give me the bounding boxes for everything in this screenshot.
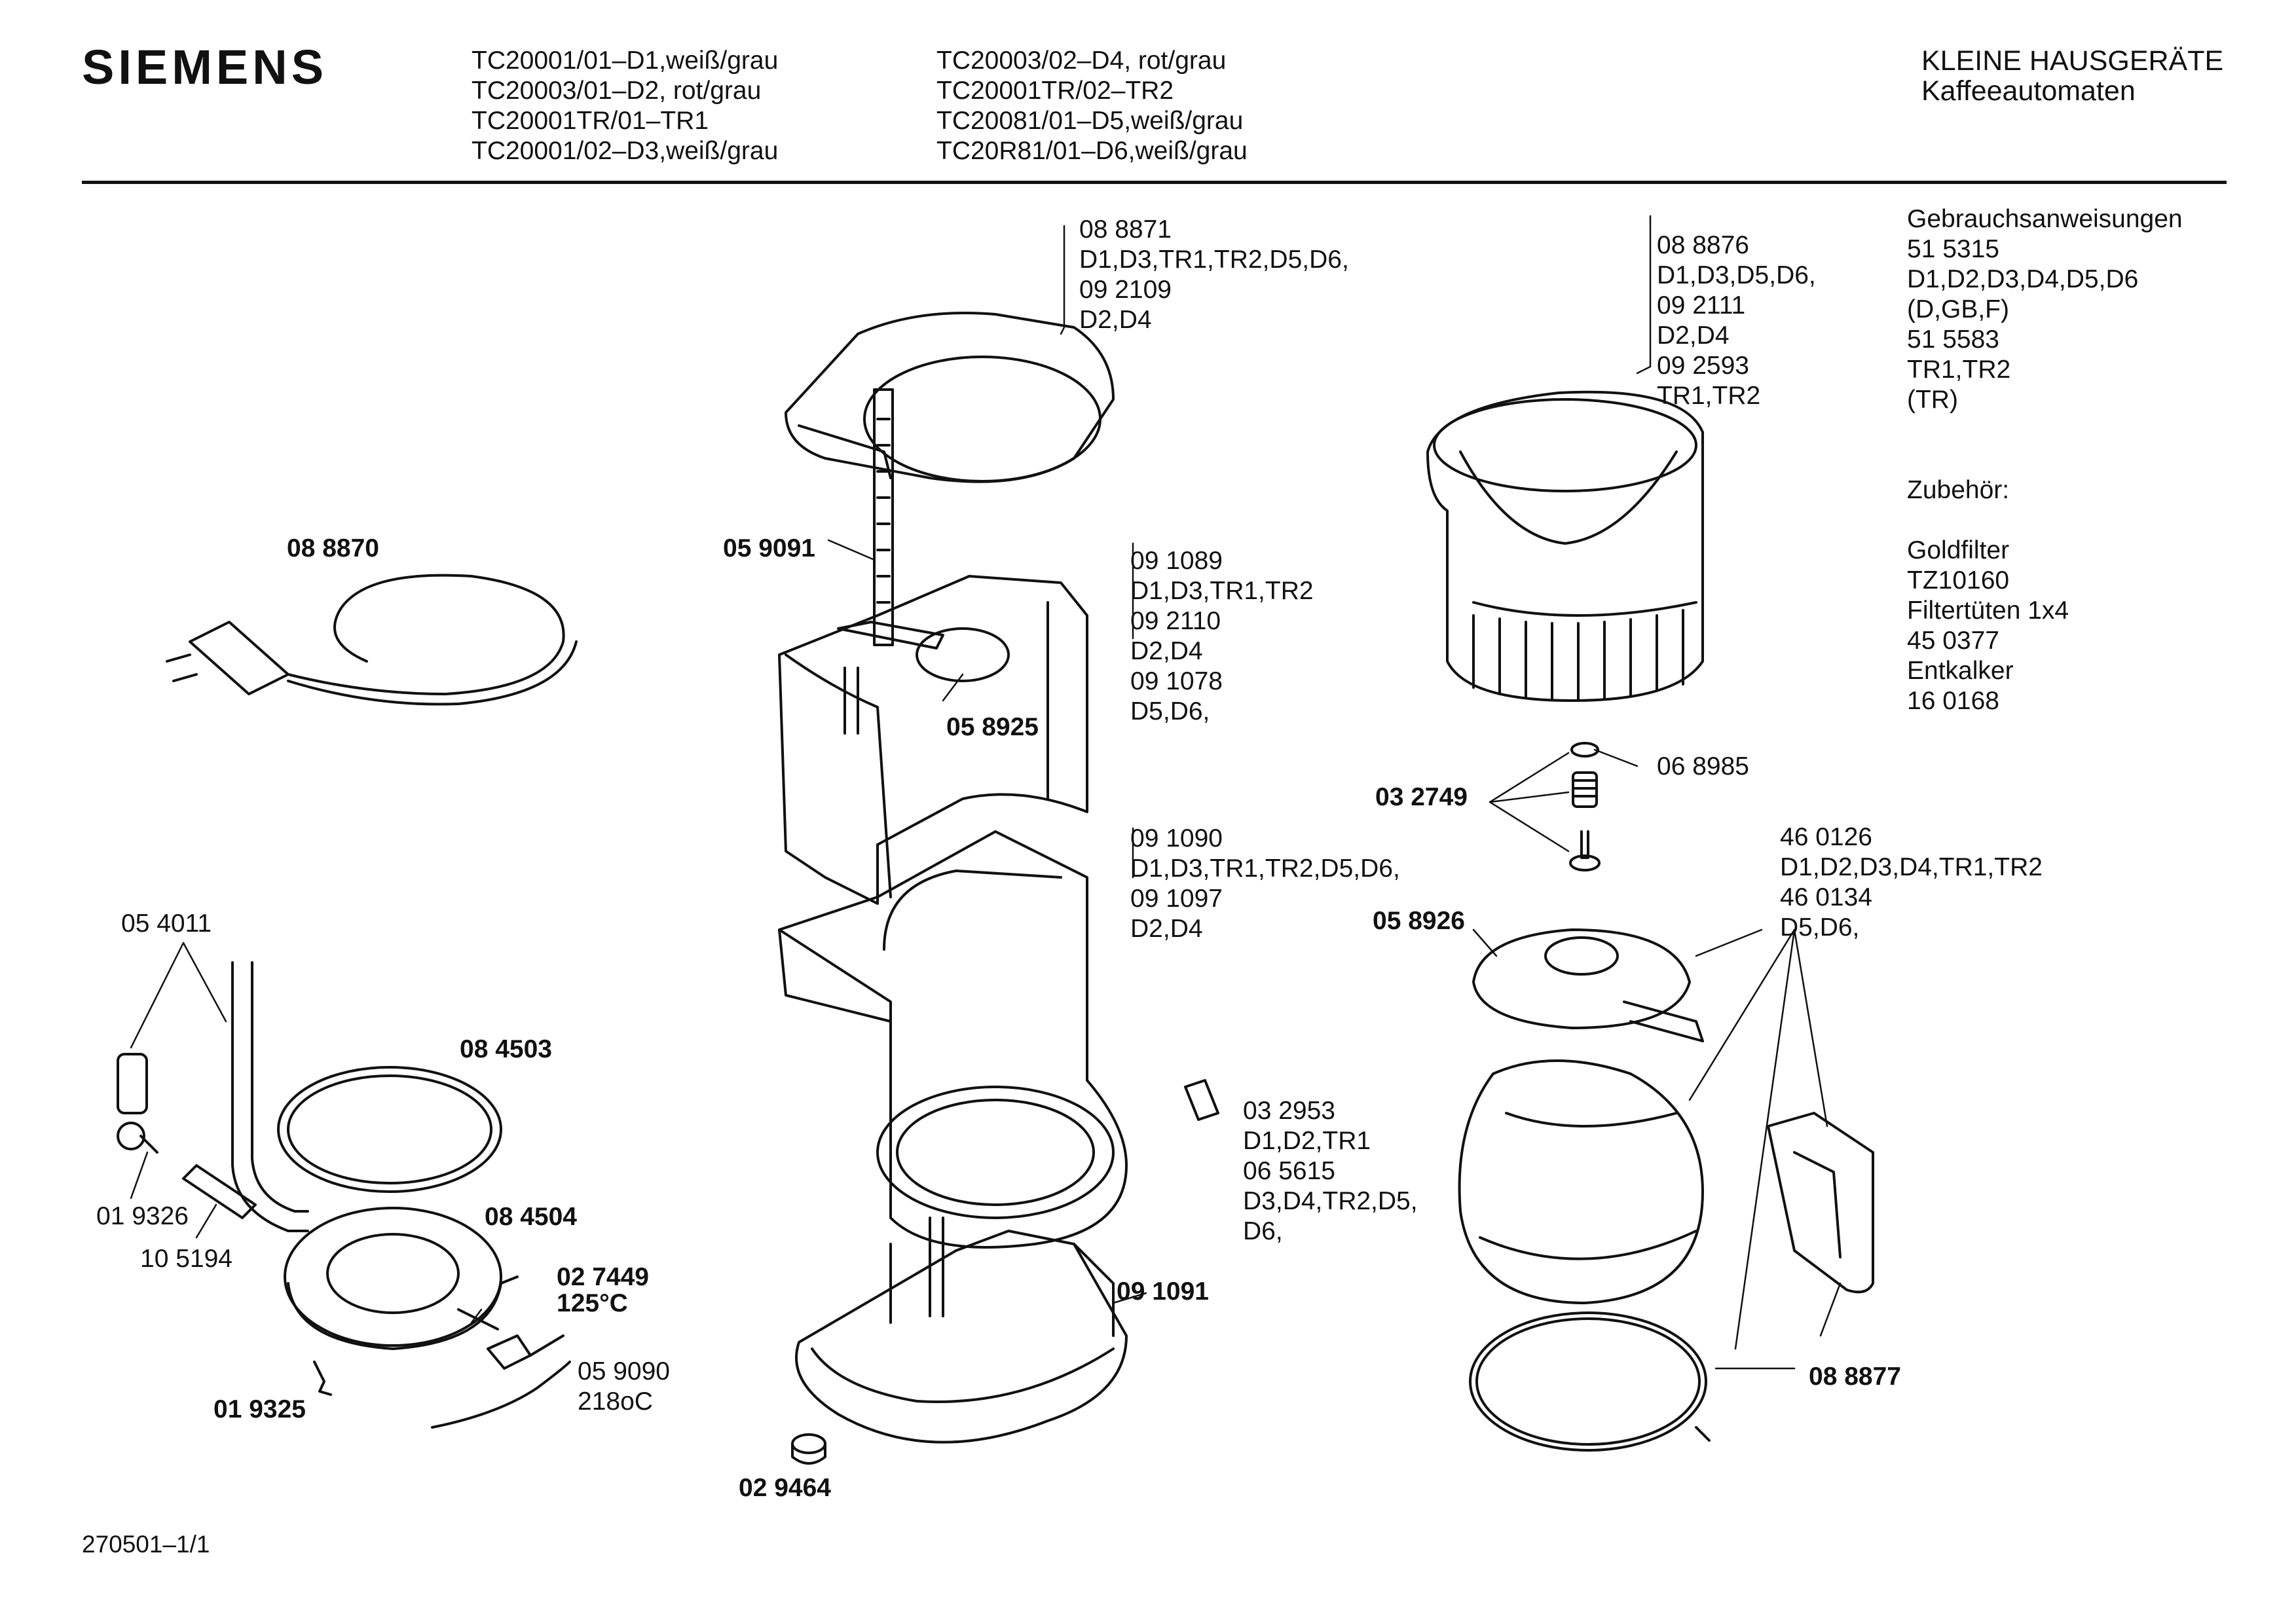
label-foot: 02 9464 [739,1474,831,1502]
upper-housing-drawing [778,575,1088,905]
carafe-ring-drawing [1469,1311,1711,1452]
model-item: TC20003/02–D4, rot/grau [936,46,1227,75]
label-swivel-arm: 05 8925 [946,713,1039,741]
brand-logo: SIEMENS [82,40,328,94]
label-group-filter: 08 8876 D1,D3,D5,D6, 09 2111 D2,D4 09 25… [1657,231,1816,410]
label-washer: 06 8985 [1657,752,1749,780]
label-heater-plate: 08 4504 [485,1203,577,1231]
label-group-lid: 08 8871 D1,D3,TR1,TR2,D5,D6, 09 2109 D2,… [1079,215,1349,334]
label-group-sensor-wire: 05 9090 218oC [578,1357,670,1416]
model-item: TC20R81/01–D6,weiß/grau [936,137,1248,165]
label-tube: 10 5194 [140,1245,232,1273]
carafe-lid-drawing [1472,928,1704,1042]
label-elbow: 01 9326 [96,1202,189,1230]
spacer [1907,505,2069,536]
label-thermo-temp: 125°C [557,1289,628,1317]
header-divider [82,181,2227,184]
model-list-right: TC20003/02–D4, rot/grau TC20001TR/02–TR2… [936,46,1248,166]
lid-drawing [785,312,1115,483]
model-item: TC20001TR/01–TR1 [472,107,709,135]
accessories-heading: Zubehör: [1907,476,2010,504]
hose-drawing [117,961,309,1232]
label-group-carafe: 46 0126 D1,D2,D3,D4,TR1,TR2 46 0134 D5,D… [1780,823,2043,942]
accessories-block: Zubehör: Goldfilter TZ10160 Filtertüten … [1907,476,2069,715]
label-group-switch: 03 2953 D1,D2,TR1 06 5615 D3,D4,TR2,D5, … [1243,1097,1418,1245]
label-water-gauge: 05 9091 [723,534,815,562]
seal-ring-drawing [277,1066,502,1193]
model-item: TC20001/02–D3,weiß/grau [472,137,779,165]
filter-basket-drawing [1426,390,1704,702]
foot-drawing [791,1433,826,1465]
label-base-housing: 09 1091 [1117,1277,1209,1306]
lower-housing-drawing [778,830,1128,1249]
model-item: TC20081/01–D5,weiß/grau [936,107,1244,135]
instructions-heading: Gebrauchsanweisungen [1907,205,2183,233]
label-thermo-fuse: 02 7449 [557,1263,649,1291]
model-list-left: TC20001/01–D1,weiß/grau TC20003/01–D2, r… [472,46,778,166]
model-item: TC20001TR/02–TR2 [936,77,1174,105]
power-cord-drawing [166,574,578,706]
label-valve: 03 2749 [1375,783,1468,811]
product-category: KLEINE HAUSGERÄTE Kaffeeautomaten [1921,46,2223,106]
footer-code: 270501–1/1 [82,1531,210,1558]
label-group-upper-housing: 09 1089 D1,D3,TR1,TR2 09 2110 D2,D4 09 1… [1130,547,1314,725]
water-gauge-drawing [873,388,894,646]
carafe-handle-drawing [1767,1112,1874,1294]
label-carafe-handle: 08 8877 [1809,1363,1901,1391]
category-subtitle: Kaffeeautomaten [1921,75,2136,107]
label-carafe-lid: 05 8926 [1373,907,1465,935]
category-title: KLEINE HAUSGERÄTE [1921,45,2224,77]
carafe-drawing [1458,1059,1704,1304]
switch-drawing [1184,1079,1219,1121]
label-hose: 05 4011 [121,909,212,938]
leader-lines [130,215,1842,1370]
heater-plate-drawing [284,1207,519,1350]
label-seal-ring: 08 4503 [460,1035,552,1063]
valve-drawing [1569,742,1601,871]
clip-drawing [313,1361,332,1396]
instructions-block: Gebrauchsanweisungen 51 5315 D1,D2,D3,D4… [1907,205,2183,414]
base-frame-drawing [795,1217,1128,1444]
label-group-lower-housing: 09 1090 D1,D3,TR1,TR2,D5,D6, 09 1097 D2,… [1130,824,1400,943]
label-power-cord: 08 8870 [287,534,379,562]
model-item: TC20001/01–D1,weiß/grau [472,46,779,75]
thermo-fuse-drawing [431,1334,571,1429]
label-clip: 01 9325 [213,1395,306,1423]
model-item: TC20003/01–D2, rot/grau [472,77,762,105]
